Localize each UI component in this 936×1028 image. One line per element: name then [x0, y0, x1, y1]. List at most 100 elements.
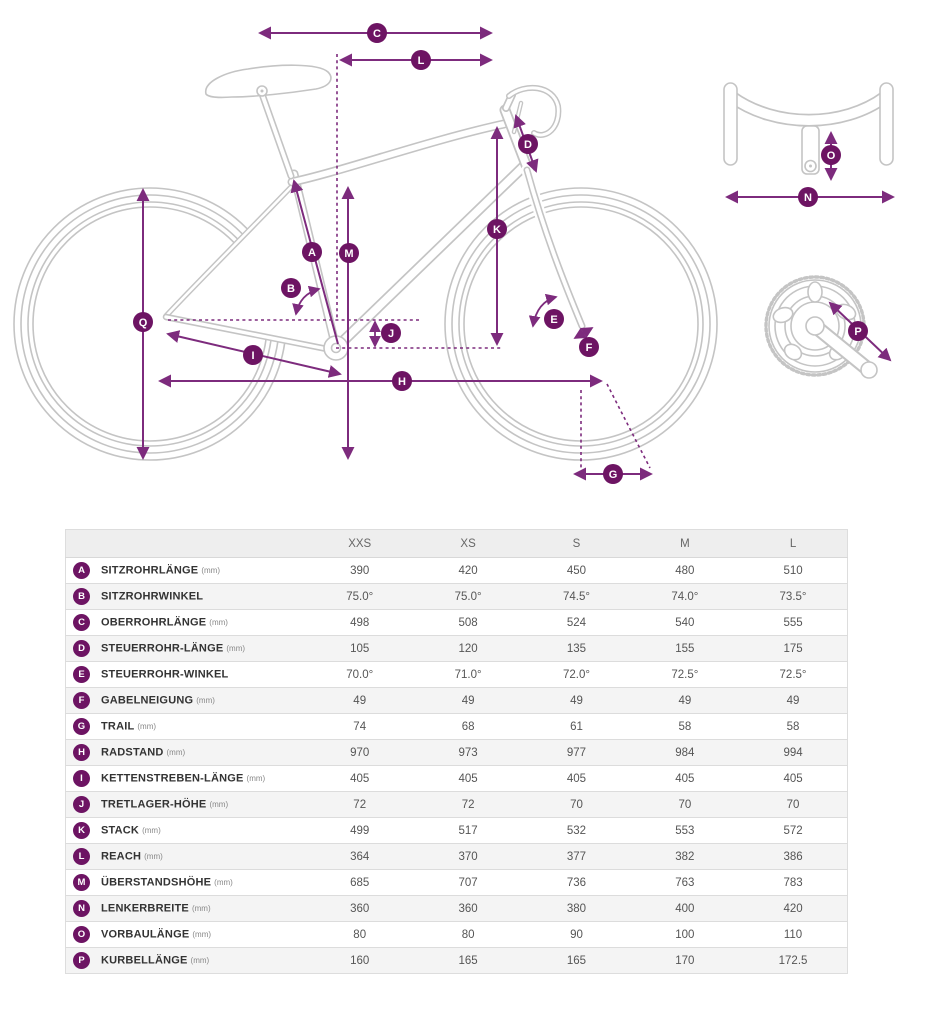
value-cell: 405 [630, 765, 740, 792]
svg-text:I: I [251, 350, 254, 362]
svg-text:M: M [344, 248, 353, 260]
row-letter-badge: F [73, 692, 90, 709]
row-unit: (mm) [214, 878, 233, 887]
svg-text:N: N [804, 192, 812, 204]
svg-text:O: O [827, 150, 836, 162]
badge-i: I [243, 345, 263, 365]
value-cell: 973 [413, 739, 523, 766]
row-letter-badge: L [73, 848, 90, 865]
value-cell: 165 [413, 947, 523, 974]
badge-c: C [367, 23, 387, 43]
bike-side-view [13, 64, 718, 461]
value-cell: 508 [413, 609, 523, 636]
row-label: KETTENSTREBEN-LÄNGE [101, 772, 244, 785]
svg-text:J: J [388, 328, 394, 340]
row-label: TRETLAGER-HÖHE [101, 798, 207, 811]
row-letter-badge: J [73, 796, 90, 813]
svg-text:K: K [493, 224, 501, 236]
svg-text:L: L [418, 55, 425, 67]
value-cell: 160 [305, 947, 414, 974]
value-cell: 390 [305, 557, 414, 584]
value-cell: 405 [305, 765, 414, 792]
value-cell: 553 [630, 817, 740, 844]
value-cell: 364 [305, 843, 414, 870]
value-cell: 120 [413, 635, 523, 662]
value-cell: 175 [739, 635, 848, 662]
badge-a: A [302, 242, 322, 262]
header-size-l: L [739, 529, 848, 558]
row-unit: (mm) [209, 618, 228, 627]
value-cell: 49 [739, 687, 848, 714]
value-cell: 480 [630, 557, 740, 584]
value-cell: 405 [413, 765, 523, 792]
row-label: LENKERBREITE [101, 902, 189, 915]
value-cell: 170 [630, 947, 740, 974]
value-cell: 685 [305, 869, 414, 896]
svg-text:E: E [550, 314, 557, 326]
value-cell: 72 [305, 791, 414, 818]
row-letter-badge: B [73, 588, 90, 605]
value-cell: 58 [739, 713, 848, 740]
row-letter-badge: C [73, 614, 90, 631]
badge-d: D [518, 134, 538, 154]
svg-text:G: G [609, 469, 618, 481]
row-unit: (mm) [196, 696, 215, 705]
pedal-hole [860, 361, 878, 379]
row-label-cell: I KETTENSTREBEN-LÄNGE(mm) [65, 765, 306, 792]
value-cell: 49 [305, 687, 414, 714]
value-cell: 74.5° [522, 583, 631, 610]
row-unit: (mm) [246, 774, 266, 783]
row-letter-badge: E [73, 666, 90, 683]
badge-o: O [821, 145, 841, 165]
value-cell: 72.0° [522, 661, 631, 688]
dim-a-seat-tube [290, 179, 339, 345]
value-cell: 110 [739, 921, 848, 948]
value-cell: 70 [522, 791, 631, 818]
value-cell: 155 [630, 635, 740, 662]
value-cell: 572 [739, 817, 848, 844]
row-letter-badge: D [73, 640, 90, 657]
value-cell: 360 [413, 895, 523, 922]
value-cell: 380 [522, 895, 631, 922]
value-cell: 377 [522, 843, 631, 870]
row-label: SITZROHRLÄNGE [101, 564, 199, 577]
badge-n: N [798, 187, 818, 207]
handlebar-right-drop [879, 82, 894, 166]
value-cell: 540 [630, 609, 740, 636]
header-size-s: S [522, 529, 631, 558]
value-cell: 707 [413, 869, 523, 896]
badge-l: L [411, 50, 431, 70]
saddle [205, 64, 332, 99]
row-letter-badge: I [73, 770, 90, 787]
value-cell: 386 [739, 843, 848, 870]
row-unit: (mm) [201, 566, 220, 575]
svg-text:A: A [308, 247, 316, 259]
table-header-row: XXS XS S M L [65, 529, 848, 558]
value-cell: 400 [630, 895, 740, 922]
value-cell: 73.5° [739, 583, 848, 610]
badge-k: K [487, 219, 507, 239]
bike-geometry-diagram: A B C D E F G H I J K L M N O P Q [13, 23, 895, 484]
badge-j: J [381, 323, 401, 343]
svg-text:P: P [854, 326, 861, 338]
value-cell: 555 [739, 609, 848, 636]
row-label: STACK [101, 824, 140, 837]
value-cell: 61 [522, 713, 631, 740]
value-cell: 977 [522, 739, 631, 766]
